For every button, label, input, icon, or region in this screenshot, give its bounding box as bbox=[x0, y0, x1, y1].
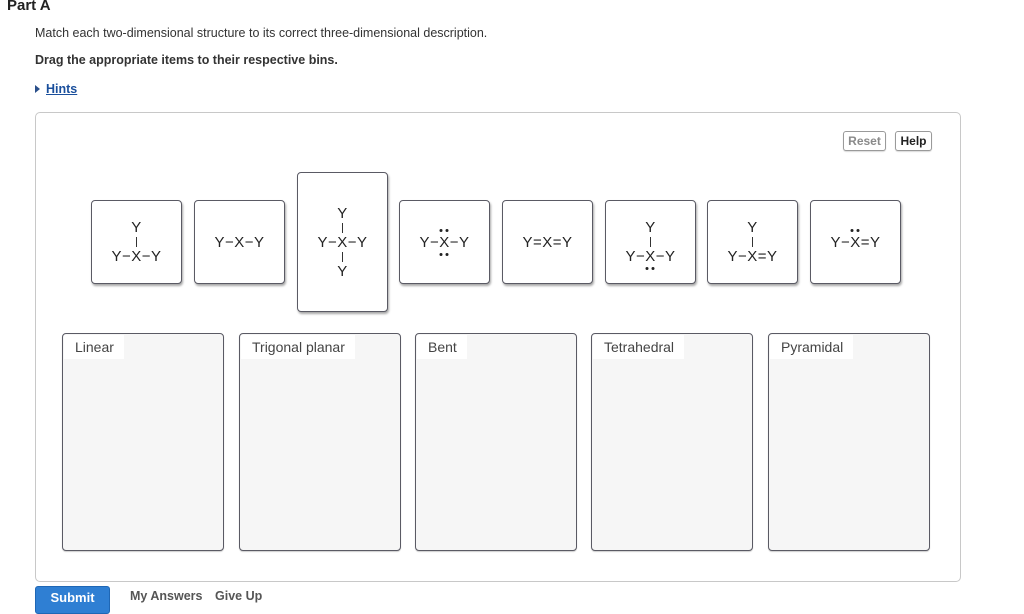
atom-left: Y bbox=[111, 248, 122, 265]
atom-top: Y bbox=[645, 219, 656, 236]
lewis-structure: Y−X=Y bbox=[830, 235, 880, 250]
atom-left: Y bbox=[317, 233, 328, 251]
give-up-link[interactable]: Give Up bbox=[215, 589, 263, 603]
atom-bottom: Y bbox=[337, 262, 348, 280]
atom-top: Y bbox=[747, 219, 758, 236]
bond-right: − bbox=[449, 233, 460, 251]
structure-tile-2[interactable]: Y−X−Y bbox=[194, 200, 285, 284]
lewis-structure: Y Y−X−Y bbox=[111, 220, 161, 264]
atom-right: Y bbox=[665, 248, 676, 265]
atom-right: Y bbox=[459, 233, 470, 251]
my-answers-link[interactable]: My Answers bbox=[130, 589, 203, 603]
bond-left: − bbox=[327, 233, 338, 251]
structure-tile-4[interactable]: Y−X−Y bbox=[399, 200, 490, 284]
bin-label: Linear bbox=[64, 335, 124, 359]
atom-center: X bbox=[234, 233, 245, 251]
atom-center: X bbox=[542, 233, 553, 251]
atom-right: Y bbox=[357, 233, 368, 251]
bond-right: = bbox=[860, 233, 871, 251]
part-title: Part A bbox=[7, 0, 51, 14]
lewis-structure: Y−X−Y bbox=[214, 235, 264, 250]
submit-button[interactable]: Submit bbox=[35, 586, 110, 614]
structure-tile-6[interactable]: Y Y−X−Y bbox=[605, 200, 696, 284]
bond-right: − bbox=[244, 233, 255, 251]
atom-top: Y bbox=[131, 219, 142, 236]
atom-center: X bbox=[337, 233, 348, 251]
atom-left: Y bbox=[419, 233, 430, 251]
lewis-structure: Y Y−X−Y bbox=[625, 220, 675, 264]
atom-center: X bbox=[439, 235, 450, 250]
bond-right: − bbox=[347, 233, 358, 251]
bin-trigonal-planar[interactable]: Trigonal planar bbox=[239, 333, 401, 551]
atom-left: Y bbox=[830, 233, 841, 251]
bin-bent[interactable]: Bent bbox=[415, 333, 577, 551]
atom-right: Y bbox=[254, 233, 265, 251]
bond-vertical bbox=[649, 237, 651, 247]
reset-button[interactable]: Reset bbox=[843, 131, 886, 151]
bond-vertical bbox=[341, 251, 343, 262]
atom-center: X bbox=[131, 248, 142, 265]
lone-pair-bottom-icon bbox=[646, 267, 655, 270]
bond-left: − bbox=[840, 233, 851, 251]
lewis-structure: Y−X−Y bbox=[419, 235, 469, 250]
bin-label: Pyramidal bbox=[770, 335, 854, 359]
bond-left: = bbox=[532, 233, 543, 251]
bin-pyramidal[interactable]: Pyramidal bbox=[768, 333, 930, 551]
lone-pair-bottom-icon bbox=[440, 253, 449, 256]
bond-vertical bbox=[135, 237, 137, 247]
atom-center-label: X bbox=[439, 233, 450, 251]
atom-right: Y bbox=[767, 248, 778, 265]
atom-center-label: X bbox=[645, 248, 656, 265]
bin-label: Trigonal planar bbox=[241, 335, 355, 359]
hints-toggle[interactable]: Hints bbox=[35, 82, 77, 96]
bond-left: − bbox=[737, 248, 748, 265]
lewis-structure: Y=X=Y bbox=[522, 235, 572, 250]
instruction-text: Match each two-dimensional structure to … bbox=[35, 26, 488, 40]
atom-center: X bbox=[645, 249, 656, 264]
atom-left: Y bbox=[522, 233, 533, 251]
bond-left: − bbox=[224, 233, 235, 251]
structure-tile-3[interactable]: Y Y−X−Y Y bbox=[297, 172, 388, 312]
bond-left: − bbox=[635, 248, 646, 265]
bond-left: − bbox=[121, 248, 132, 265]
lewis-structure: Y Y−X=Y bbox=[727, 220, 777, 264]
atom-left: Y bbox=[625, 248, 636, 265]
atom-right: Y bbox=[151, 248, 162, 265]
structure-tile-8[interactable]: Y−X=Y bbox=[810, 200, 901, 284]
bin-label: Tetrahedral bbox=[593, 335, 685, 359]
lewis-structure: Y Y−X−Y Y bbox=[317, 206, 367, 279]
bond-right: = bbox=[552, 233, 563, 251]
structure-tile-1[interactable]: Y Y−X−Y bbox=[91, 200, 182, 284]
atom-center: X bbox=[850, 235, 861, 250]
atom-center: X bbox=[747, 248, 758, 265]
bin-linear[interactable]: Linear bbox=[62, 333, 224, 551]
atom-top: Y bbox=[337, 204, 348, 222]
atom-right: Y bbox=[870, 233, 881, 251]
help-button[interactable]: Help bbox=[895, 131, 932, 151]
atom-center-label: X bbox=[850, 233, 861, 251]
structure-tile-5[interactable]: Y=X=Y bbox=[502, 200, 593, 284]
bond-vertical bbox=[341, 222, 343, 233]
atom-left: Y bbox=[727, 248, 738, 265]
atom-right: Y bbox=[562, 233, 573, 251]
bond-right: = bbox=[757, 248, 768, 265]
atom-left: Y bbox=[214, 233, 225, 251]
hints-link[interactable]: Hints bbox=[46, 82, 78, 96]
lone-pair-top-icon bbox=[440, 229, 449, 232]
bond-vertical bbox=[751, 237, 753, 247]
bond-right: − bbox=[141, 248, 152, 265]
drag-instruction: Drag the appropriate items to their resp… bbox=[35, 53, 338, 67]
bin-tetrahedral[interactable]: Tetrahedral bbox=[591, 333, 753, 551]
bin-label: Bent bbox=[417, 335, 467, 359]
bond-right: − bbox=[655, 248, 666, 265]
lone-pair-top-icon bbox=[851, 229, 860, 232]
bond-left: − bbox=[429, 233, 440, 251]
triangle-right-icon bbox=[35, 85, 40, 93]
structure-tile-7[interactable]: Y Y−X=Y bbox=[707, 200, 798, 284]
